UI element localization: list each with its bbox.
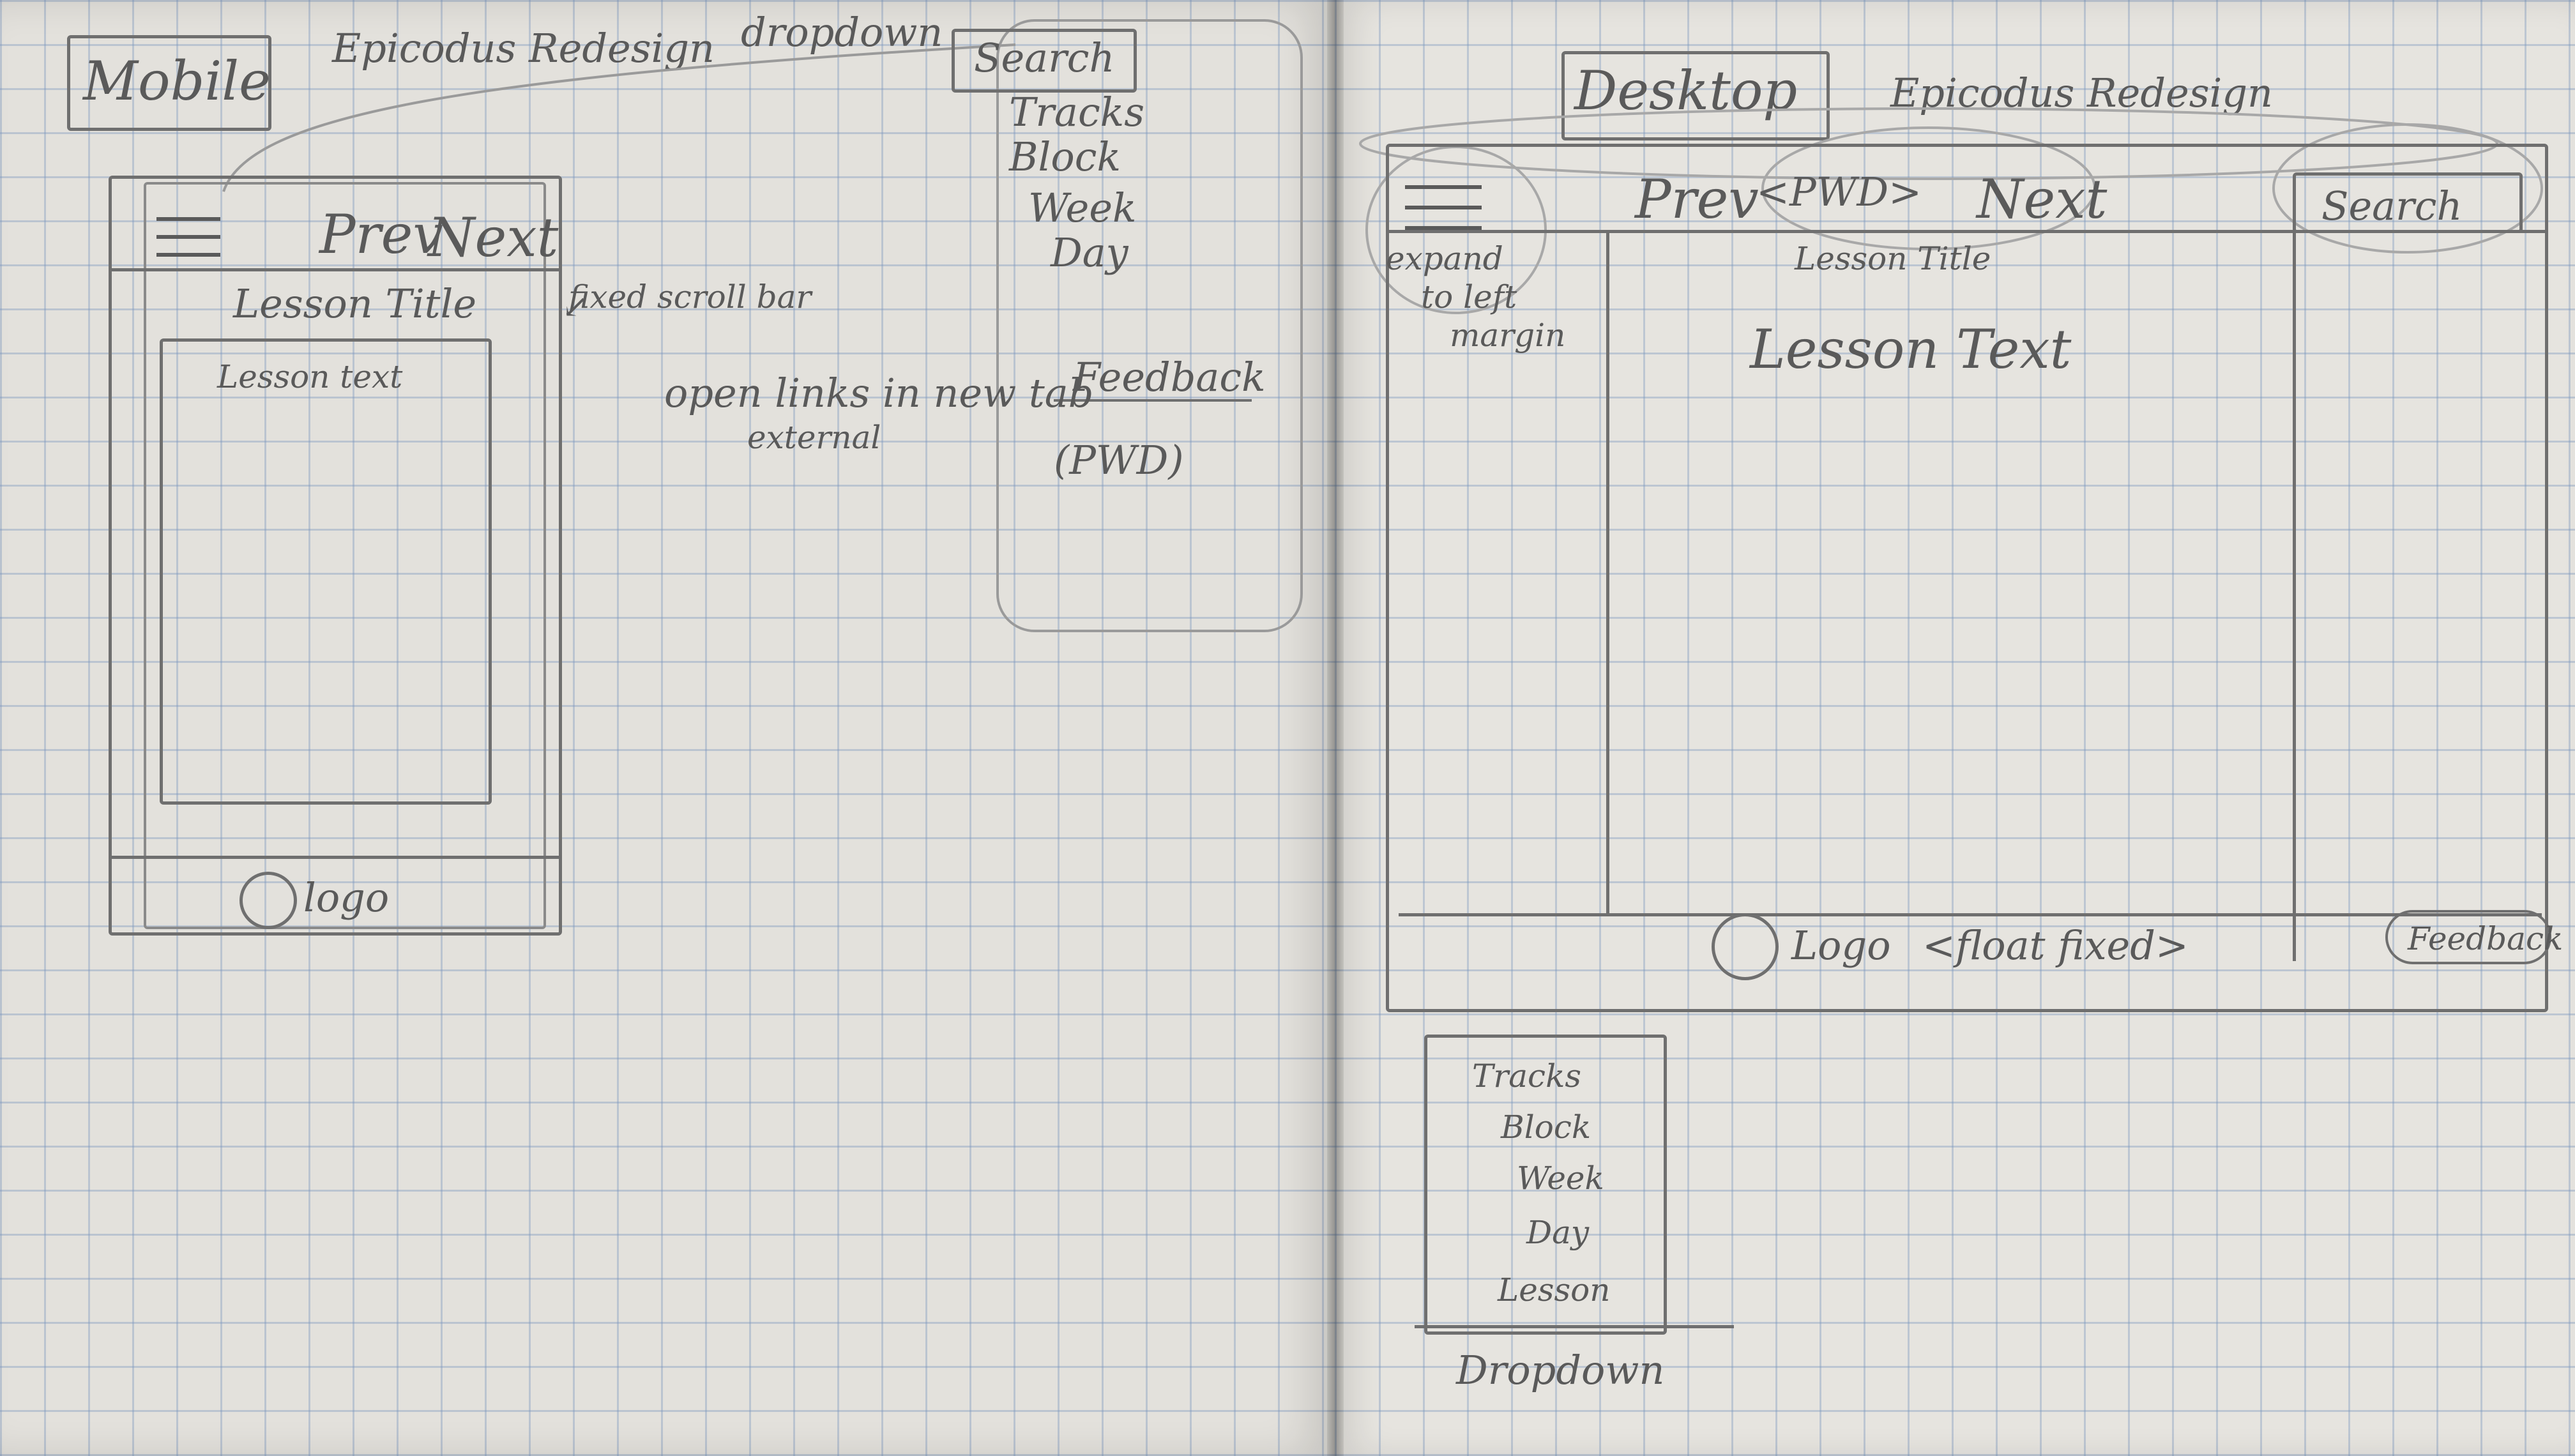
desktop-next-button[interactable]: Next (1977, 168, 2108, 231)
mobile-menu-item[interactable]: Day (1051, 229, 1128, 276)
mobile-lesson-title: Lesson Title (233, 280, 477, 327)
desktop-badge-box (1561, 51, 1830, 140)
desktop-search-box[interactable] (2293, 172, 2523, 233)
notebook-gutter (1327, 0, 1344, 1456)
desktop-hamburger-icon[interactable] (1405, 185, 1488, 236)
notebook-left-page (0, 0, 1335, 1456)
mobile-phone-frame (109, 176, 562, 936)
mobile-prev-button[interactable]: Prev (319, 203, 443, 266)
mobile-next-button[interactable]: Next (428, 206, 559, 269)
desktop-logo-circle (1712, 913, 1779, 980)
desktop-footer-divider (1399, 913, 2542, 916)
desktop-menu-item[interactable]: Week (1517, 1160, 1604, 1197)
desktop-float-fixed-note: <float fixed> (1922, 922, 2189, 969)
hamburger-icon[interactable] (156, 217, 227, 262)
mobile-logo-circle (239, 872, 297, 929)
expand-note-line3: margin (1450, 317, 1566, 354)
desktop-menu-item[interactable]: Lesson (1498, 1271, 1611, 1308)
notebook-right-page (1335, 0, 2575, 1456)
desktop-dropdown-panel (1424, 1035, 1667, 1335)
mobile-lesson-text-box (160, 338, 492, 805)
mobile-logo: logo (303, 874, 390, 921)
mobile-badge: Mobile (83, 50, 271, 112)
desktop-logo: Logo (1791, 922, 1891, 969)
fixed-scroll-note: fixed scroll bar (568, 278, 812, 315)
expand-note-line1: expand (1386, 240, 1503, 277)
fixed-scroll-arrow-icon: ↙ (562, 288, 589, 325)
desktop-menu-item[interactable]: Tracks (1472, 1058, 1582, 1095)
desktop-pwd-label: <PWD> (1756, 169, 1922, 215)
desktop-lesson-text: Lesson Text (1750, 318, 2072, 381)
mobile-feedback-button[interactable]: Feedback (1073, 354, 1266, 400)
mobile-footer-divider (109, 856, 562, 859)
mobile-lesson-text: Lesson text (217, 358, 403, 395)
desktop-left-margin-divider (1606, 233, 1609, 916)
desktop-header-divider (1389, 230, 2545, 233)
mobile-dropdown-label: dropdown (741, 9, 943, 56)
links-note-line2: external (747, 419, 881, 456)
mobile-heading: Epicodus Redesign (332, 25, 715, 72)
mobile-search-box[interactable] (952, 29, 1137, 93)
mobile-badge-box (67, 35, 271, 131)
desktop-heading: Epicodus Redesign (1890, 70, 2273, 116)
desktop-feedback-button[interactable]: Feedback (2408, 920, 2564, 957)
desktop-feedback-pill[interactable] (2385, 910, 2551, 964)
expand-note-line2: to left (1421, 278, 1517, 315)
desktop-lesson-title: Lesson Title (1795, 240, 1991, 277)
desktop-prev-button[interactable]: Prev (1635, 168, 1759, 231)
mobile-menu-item[interactable]: Block (1009, 133, 1121, 180)
desktop-browser-frame (1386, 144, 2548, 1012)
desktop-search-label: Search (2321, 183, 2463, 229)
desktop-dropdown-underline (1415, 1325, 1734, 1328)
mobile-search-label: Search (974, 34, 1115, 81)
desktop-menu-item[interactable]: Block (1501, 1109, 1591, 1146)
mobile-header-divider (109, 268, 562, 271)
desktop-dropdown-label: Dropdown (1456, 1347, 1665, 1393)
mobile-dropdown-panel (996, 19, 1303, 632)
mobile-menu-item[interactable]: Week (1028, 185, 1137, 231)
mobile-phone-frame-inner (144, 182, 546, 929)
desktop-badge: Desktop (1574, 59, 1798, 122)
links-note-line1: open links in new tab (664, 370, 1094, 416)
mobile-menu-item[interactable]: Tracks (1009, 89, 1145, 135)
desktop-right-margin-divider (2293, 233, 2296, 961)
desktop-menu-item[interactable]: Day (1526, 1214, 1590, 1251)
mobile-pwd-label: (PWD) (1054, 437, 1184, 483)
mobile-feedback-divider (1054, 399, 1252, 402)
mobile-callout-arc (222, 43, 1016, 192)
